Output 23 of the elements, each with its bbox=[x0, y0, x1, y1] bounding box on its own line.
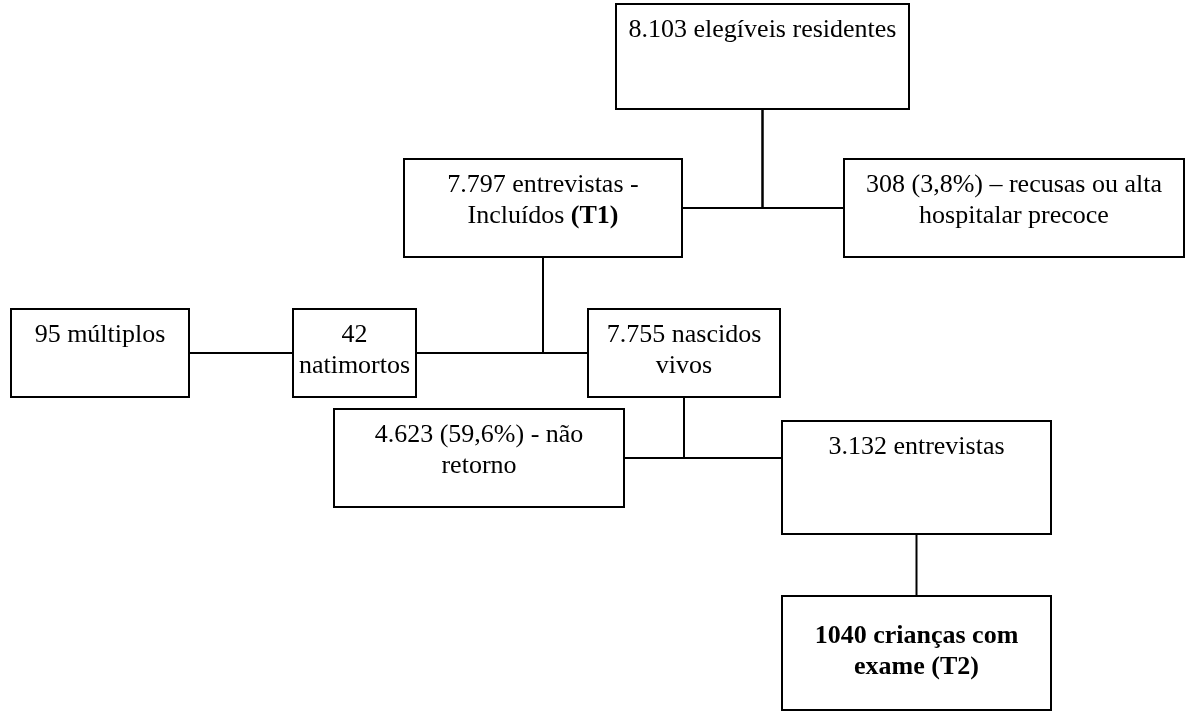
connector-line bbox=[915, 534, 918, 596]
box-label: 1040 crianças com exame (T2) bbox=[813, 619, 1020, 681]
process-box bbox=[843, 158, 1185, 258]
box-label: 95 múltiplos bbox=[33, 318, 167, 349]
process-box bbox=[333, 408, 625, 508]
process-box bbox=[615, 3, 910, 110]
box-label: 4.623 (59,6%) - não retorno bbox=[373, 418, 585, 480]
process-box bbox=[10, 308, 190, 398]
box-label: 42 natimortos bbox=[297, 318, 412, 380]
connector-line bbox=[761, 109, 844, 209]
box-label: 308 (3,8%) – recusas ou alta hospitalar precoce bbox=[865, 168, 1163, 230]
process-box bbox=[587, 308, 781, 398]
process-box bbox=[781, 420, 1052, 535]
connector-line bbox=[542, 257, 588, 354]
process-box bbox=[403, 158, 683, 258]
process-box bbox=[292, 308, 417, 398]
box-label: 3.132 entrevistas bbox=[827, 430, 1006, 461]
box-label: 8.103 elegíveis residentes bbox=[627, 13, 898, 44]
process-box bbox=[781, 595, 1052, 711]
box-label: 7.755 nascidos vivos bbox=[605, 318, 763, 380]
connector-line bbox=[189, 352, 293, 354]
box-label: 7.797 entrevistas - Incluídos (T1) bbox=[446, 168, 640, 230]
connector-line bbox=[683, 397, 782, 459]
